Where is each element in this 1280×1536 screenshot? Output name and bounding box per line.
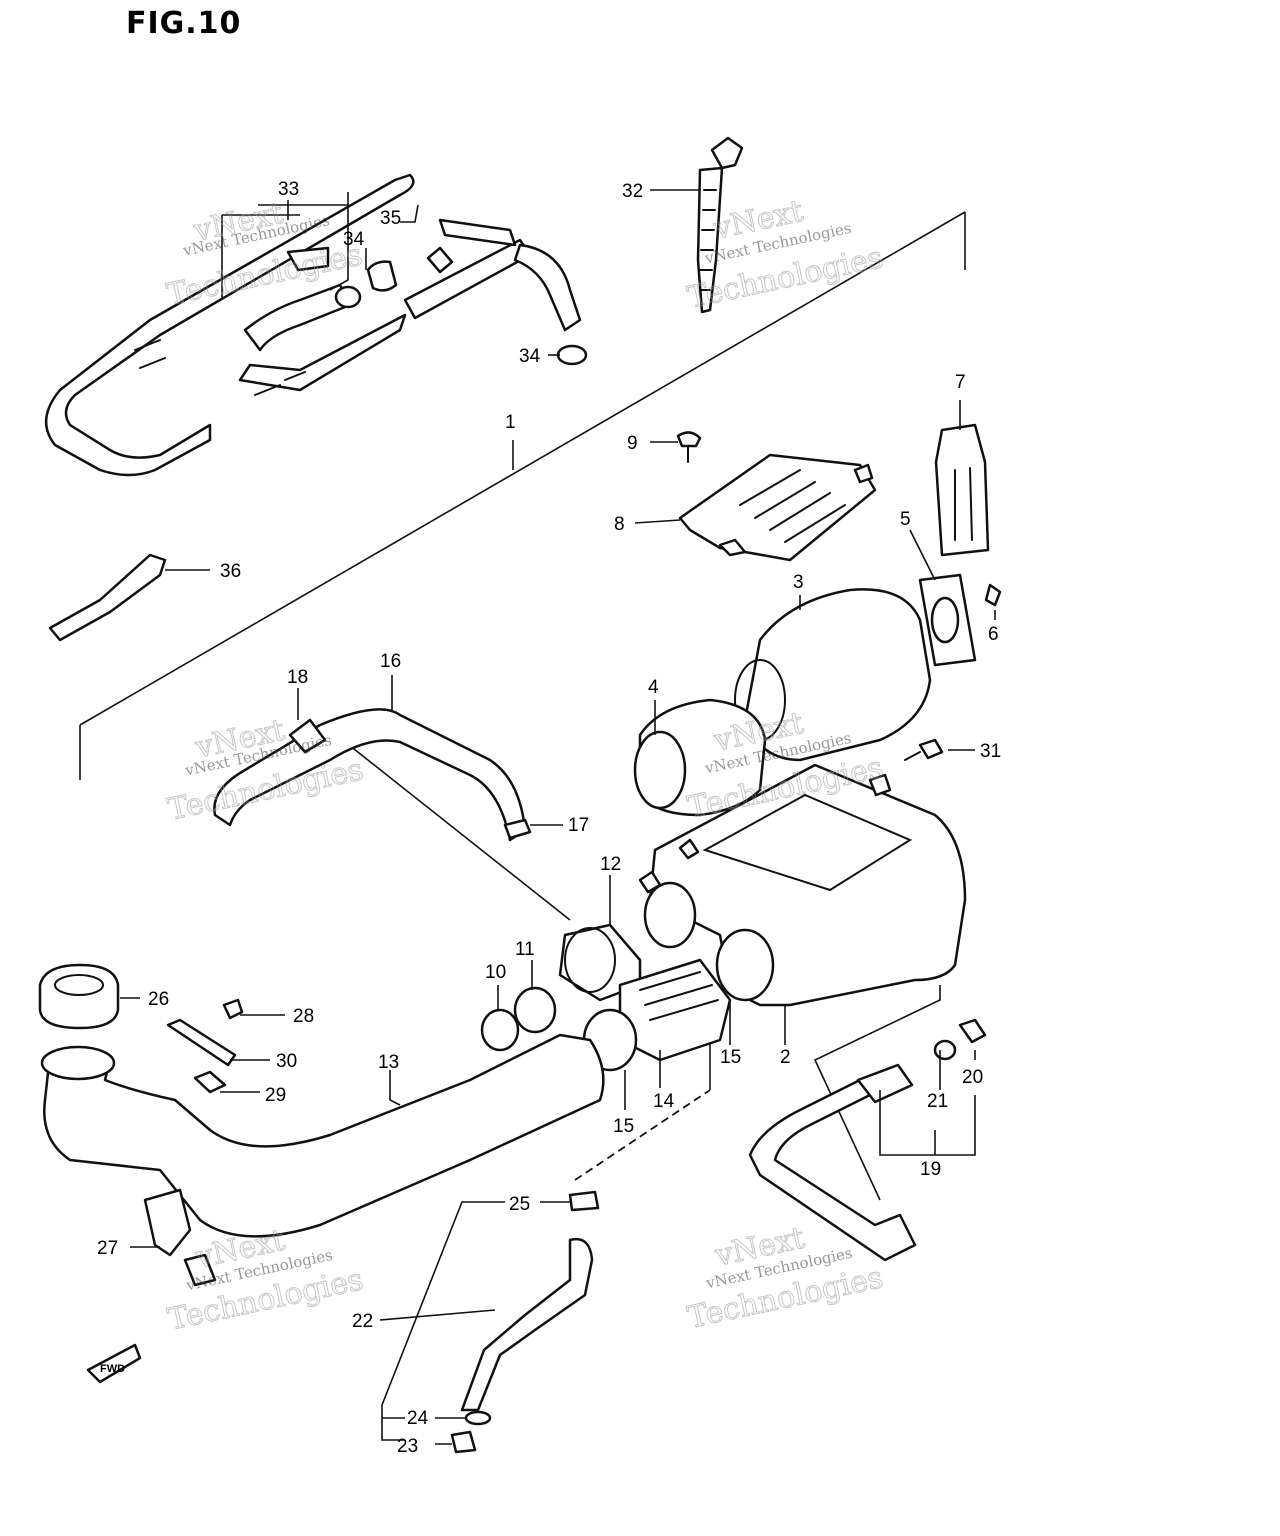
callout-11: 11 [515, 939, 535, 960]
callout-17: 17 [568, 815, 589, 836]
callout-2: 2 [780, 1047, 791, 1068]
part-22-drain-hose [460, 1237, 594, 1412]
part-11-clamp [513, 986, 557, 1034]
callout-23: 23 [397, 1436, 418, 1457]
callout-10: 10 [485, 962, 506, 983]
part-8-cover-plate [678, 453, 877, 562]
callout-9: 9 [627, 433, 638, 454]
part-30-stay [166, 1018, 237, 1067]
callout-15b: 15 [720, 1047, 741, 1068]
part-32-harness [696, 136, 744, 314]
upper-breather-hose-assembly [44, 173, 582, 477]
part-7-flap [934, 423, 990, 557]
fwd-label: FWD [100, 1363, 125, 1375]
part-24-ring [464, 1410, 492, 1426]
part-23-plug [450, 1430, 477, 1454]
figure-title: FIG.10 [126, 6, 242, 41]
callout-12: 12 [600, 854, 621, 875]
part-bolt-lower [183, 1253, 217, 1287]
callout-4: 4 [648, 677, 659, 698]
callout-20: 20 [962, 1067, 983, 1088]
callout-8: 8 [614, 514, 625, 535]
part-19-drain-hose [748, 1039, 957, 1262]
callout-33: 33 [278, 179, 299, 200]
callout-13: 13 [378, 1052, 399, 1073]
callout-35: 35 [380, 208, 401, 229]
part-20-cap [958, 1018, 987, 1044]
callout-29: 29 [265, 1085, 286, 1106]
part-28-bolt [222, 998, 244, 1020]
part-14-rubber-joint [618, 958, 732, 1062]
callout-22: 22 [352, 1311, 373, 1332]
callout-leaders [120, 189, 996, 1445]
callout-3: 3 [793, 572, 804, 593]
callout-6: 6 [988, 624, 999, 645]
part-4-inner-filter [633, 698, 767, 817]
callout-27: 27 [97, 1238, 118, 1259]
callout-16: 16 [380, 651, 401, 672]
callout-labels: 1 2 3 4 5 6 7 8 9 10 11 12 13 14 15 15 1… [97, 179, 1001, 1457]
part-31-bolt [904, 738, 944, 761]
part-29-nut [193, 1070, 227, 1094]
callout-7: 7 [955, 372, 966, 393]
callout-18: 18 [287, 667, 308, 688]
part-6-screw [984, 583, 1002, 607]
part-18-clamp [288, 718, 327, 754]
part-10-clamp [480, 1008, 520, 1052]
callout-26: 26 [148, 989, 169, 1010]
part-27-bracket [143, 1188, 192, 1257]
callout-15a: 15 [613, 1116, 634, 1137]
callout-31: 31 [980, 741, 1001, 762]
part-5-gasket [918, 573, 977, 667]
part-2-air-cleaner-case [638, 763, 967, 1007]
fwd-direction-arrow: FWD [86, 1343, 142, 1384]
callout-14: 14 [653, 1091, 675, 1112]
callout-34b: 34 [519, 346, 541, 367]
part-36-stay [48, 553, 167, 642]
callout-21: 21 [927, 1091, 948, 1112]
callout-5: 5 [900, 509, 911, 530]
part-17-clip [503, 818, 532, 840]
part-25-clamp [568, 1190, 600, 1212]
callout-34a: 34 [343, 229, 365, 250]
part-34-clamp [556, 344, 588, 366]
callout-32: 32 [622, 181, 643, 202]
callout-36: 36 [220, 561, 241, 582]
callout-30: 30 [276, 1051, 297, 1072]
callout-25: 25 [509, 1194, 530, 1215]
callout-28: 28 [293, 1006, 314, 1027]
part-13-intake-duct [40, 1033, 605, 1238]
callout-19: 19 [920, 1159, 941, 1180]
part-9-screw [676, 431, 702, 463]
callout-1: 1 [505, 412, 516, 433]
assembly-guide-lines [79, 211, 966, 1201]
part-26-ring [38, 963, 120, 1030]
callout-24: 24 [407, 1408, 429, 1429]
